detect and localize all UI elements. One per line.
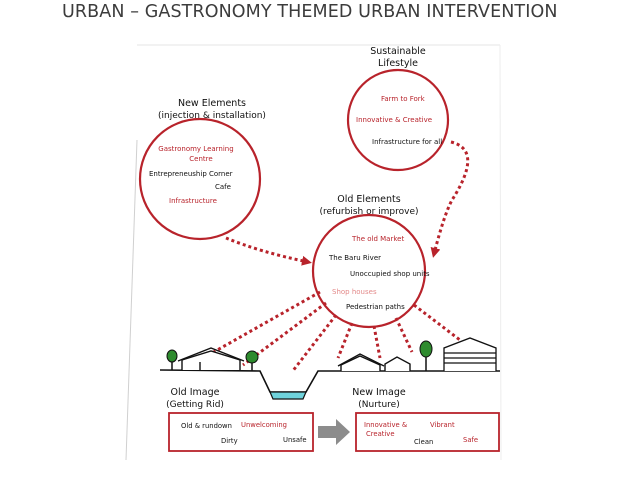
ray-4 — [336, 322, 354, 359]
creative-label: Creative — [366, 430, 395, 438]
old-image-group: Old Image (Getting Rid) Old & rundown Un… — [166, 387, 314, 452]
farm-to-fork-label: Farm to Fork — [381, 95, 426, 103]
new-elements-heading: New Elements — [178, 98, 246, 109]
unsafe-label: Unsafe — [283, 436, 307, 444]
shop-units-label: Unoccupied shop units — [350, 270, 430, 278]
entrepreneurship-label: Entrepreneuship Corner — [149, 170, 233, 178]
new-image-subheading: (Nurture) — [358, 400, 399, 410]
old-image-heading: Old Image — [171, 387, 220, 398]
dirty-label: Dirty — [221, 437, 238, 445]
new-to-old-arrow — [225, 236, 312, 266]
house-icon — [337, 353, 385, 371]
paper-left-edge — [125, 139, 138, 461]
new-elements-circle — [138, 117, 262, 241]
old-elements-group: Old Elements (refurbish or improve) The … — [311, 194, 430, 329]
sustainable-group: Sustainable Lifestyle Farm to Fork Innov… — [346, 46, 450, 172]
house-icon — [177, 347, 245, 370]
sustainable-circle — [346, 68, 450, 172]
old-elements-circle — [311, 213, 427, 329]
ray-7 — [413, 303, 461, 342]
house-icon — [443, 337, 497, 371]
arrow-right-icon — [318, 419, 350, 445]
shop-houses-label: Shop houses — [332, 288, 377, 296]
old-elements-subheading: (refurbish or improve) — [319, 207, 418, 217]
ray-6 — [394, 317, 414, 353]
new-image-group: New Image (Nurture) Innovative & Creativ… — [352, 387, 500, 452]
ray-5 — [372, 325, 382, 359]
infrastructure-for-all-label: Infrastructure for all — [372, 138, 442, 146]
house-icon — [384, 356, 411, 371]
unwelcoming-label: Unwelcoming — [241, 421, 287, 429]
new-elements-subheading: (injection & installation) — [158, 111, 266, 121]
safe-label: Safe — [463, 436, 478, 444]
page-title: URBAN – GASTRONOMY THEMED URBAN INTERVEN… — [62, 2, 558, 22]
sustainable-to-old-arrow — [430, 140, 470, 258]
new-elements-group: New Elements (injection & installation) … — [138, 98, 266, 241]
innovative-creative-label: Innovative & Creative — [356, 116, 432, 124]
new-image-box — [355, 412, 500, 452]
innovative-label: Innovative & — [364, 421, 408, 429]
gastronomy-label: Gastronomy Learning — [158, 145, 233, 153]
infrastructure-label: Infrastructure — [169, 197, 217, 205]
pedestrian-paths-label: Pedestrian paths — [346, 303, 405, 311]
vibrant-label: Vibrant — [430, 421, 455, 429]
paper-right-edge — [499, 44, 502, 461]
new-image-heading: New Image — [352, 387, 406, 398]
baru-river-label: The Baru River — [328, 254, 381, 262]
gastronomy-label-2: Centre — [189, 155, 212, 163]
tree-icon — [419, 340, 433, 371]
river-water — [269, 391, 307, 400]
sustainable-subheading: Lifestyle — [378, 58, 418, 69]
tree-icon — [245, 350, 259, 371]
old-elements-heading: Old Elements — [337, 194, 400, 205]
old-image-subheading: (Getting Rid) — [166, 400, 224, 410]
old-image-box — [168, 412, 314, 452]
sustainable-heading: Sustainable — [370, 46, 426, 57]
tree-icon — [166, 349, 178, 370]
cafe-label: Cafe — [215, 183, 231, 191]
old-rundown-label: Old & rundown — [181, 422, 232, 430]
ray-1 — [211, 290, 321, 355]
clean-label: Clean — [414, 438, 433, 446]
ray-3 — [290, 314, 338, 373]
old-market-label: The old Market — [351, 235, 404, 243]
